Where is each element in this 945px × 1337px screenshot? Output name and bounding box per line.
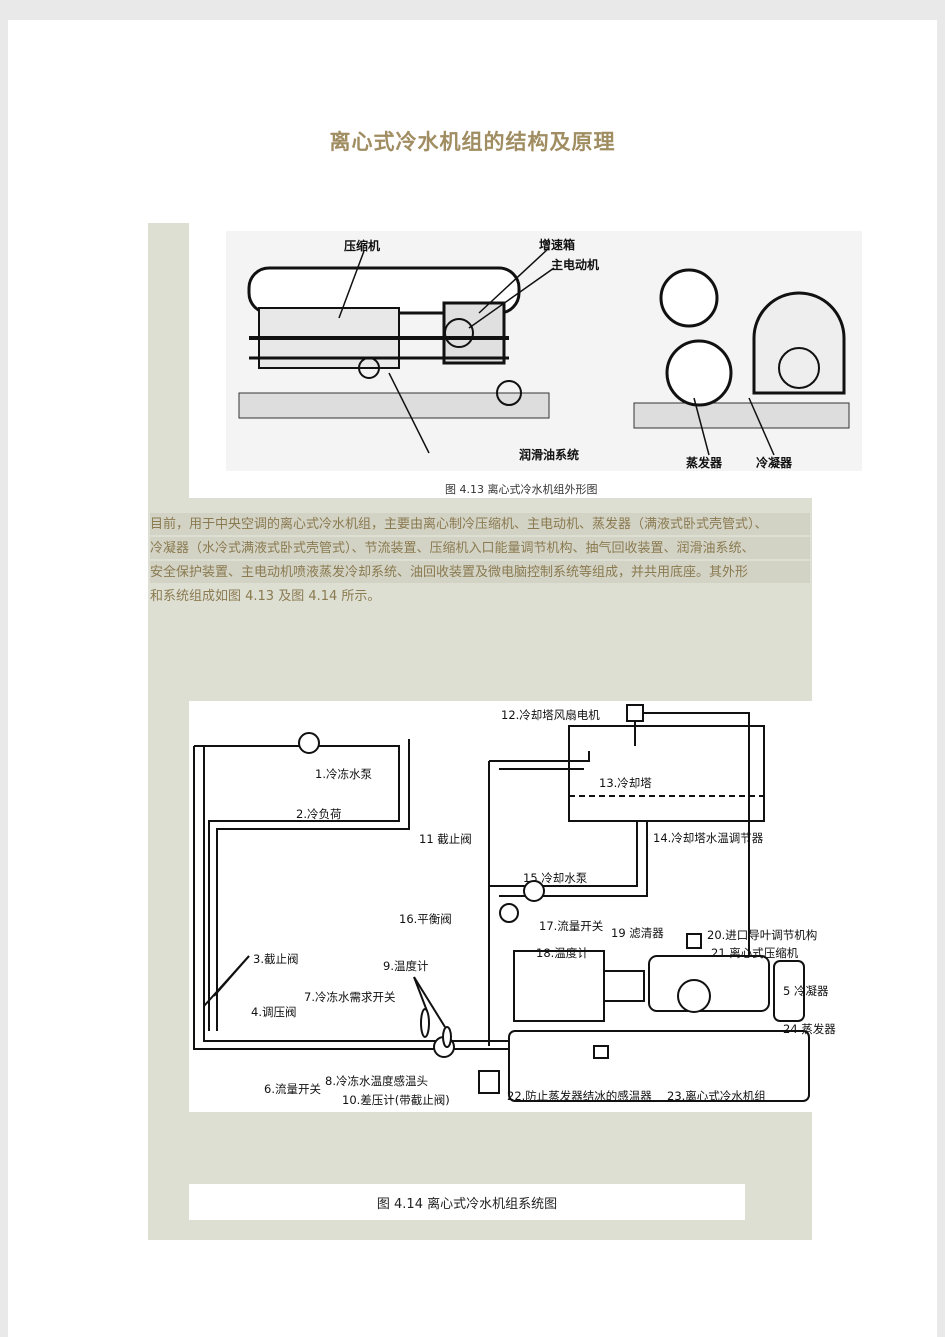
paragraph-line: 冷凝器（水冷式满液式卧式壳管式）、节流装置、压缩机入口能量调节机构、抽气回收装置… — [150, 537, 810, 559]
body-paragraph: 目前，用于中央空调的离心式冷水机组，主要由离心制冷压缩机、主电动机、蒸发器（满液… — [150, 513, 810, 609]
label-oil-system: 润滑油系统 — [519, 447, 579, 462]
label-evaporator: 蒸发器 — [686, 455, 723, 470]
chiller-system-diagram: 12.冷却塔风扇电机 1.冷冻水泵 13.冷却塔 2.冷负荷 11 截止阀 14… — [193, 704, 836, 1107]
paragraph-line: 目前，用于中央空调的离心式冷水机组，主要由离心制冷压缩机、主电动机、蒸发器（满液… — [150, 513, 810, 535]
label-condenser: 冷凝器 — [756, 455, 793, 470]
label-6: 6.流量开关 — [264, 1082, 321, 1096]
label-compressor: 压缩机 — [344, 238, 380, 253]
label-17: 17.流量开关 — [539, 919, 604, 933]
label-23: 23.离心式冷水机组 — [667, 1089, 766, 1103]
label-12: 12.冷却塔风扇电机 — [501, 708, 600, 722]
label-7: 7.冷冻水需求开关 — [304, 990, 396, 1004]
label-14: 14.冷却塔水温调节器 — [653, 831, 764, 845]
figure-4-14: 12.冷却塔风扇电机 1.冷冻水泵 13.冷却塔 2.冷负荷 11 截止阀 14… — [189, 701, 836, 1112]
paragraph-line: 和系统组成如图 4.13 及图 4.14 所示。 — [150, 589, 381, 604]
label-11: 11 截止阀 — [419, 832, 472, 846]
label-motor: 主电动机 — [551, 257, 599, 272]
label-15: 15 冷却水泵 — [523, 871, 588, 885]
chiller-exterior-drawing: 压缩机 增速箱 主电动机 润滑油系统 蒸发器 冷凝器 — [226, 231, 862, 471]
label-22: 22.防止蒸发器结冰的感温器 — [507, 1089, 652, 1103]
label-1: 1.冷冻水泵 — [315, 767, 372, 781]
label-19: 19 滤清器 — [611, 926, 664, 940]
figure-4-14-caption-box: 图 4.14 离心式冷水机组系统图 — [189, 1184, 745, 1220]
label-gearbox: 增速箱 — [539, 237, 575, 252]
label-20: 20.进口导叶调节机构 — [707, 928, 817, 942]
label-24: 24 蒸发器 — [783, 1022, 836, 1036]
label-18: 18.温度计 — [536, 946, 589, 960]
paragraph-line: 安全保护装置、主电动机喷液蒸发冷却系统、油回收装置及微电脑控制系统等组成，并共用… — [150, 561, 810, 583]
page-title: 离心式冷水机组的结构及原理 — [329, 129, 616, 154]
figure-4-13-caption: 图 4.13 离心式冷水机组外形图 — [445, 483, 598, 496]
label-3: 3.截止阀 — [253, 952, 298, 966]
figure-4-14-caption: 图 4.14 离心式冷水机组系统图 — [376, 1197, 558, 1212]
label-9: 9.温度计 — [383, 959, 429, 973]
label-5: 5 冷凝器 — [783, 984, 829, 998]
label-4: 4.调压阀 — [251, 1005, 296, 1019]
label-21: 21.离心式压缩机 — [711, 946, 799, 960]
label-13: 13.冷却塔 — [599, 776, 652, 790]
figure-4-13: 压缩机 增速箱 主电动机 润滑油系统 蒸发器 冷凝器 — [189, 223, 862, 498]
label-10: 10.差压计(带截止阀) — [342, 1093, 450, 1107]
label-2: 2.冷负荷 — [296, 807, 341, 821]
label-8: 8.冷冻水温度感温头 — [325, 1074, 428, 1088]
label-16: 16.平衡阀 — [399, 912, 452, 926]
